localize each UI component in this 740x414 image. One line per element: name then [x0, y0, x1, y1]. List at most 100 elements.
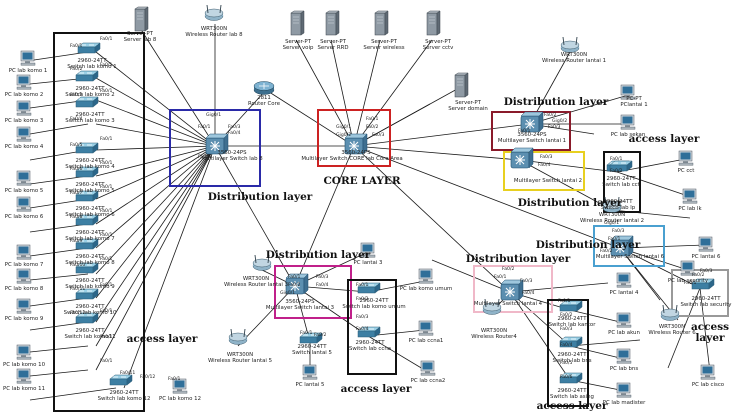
- pc-pc-lab-komo-8[interactable]: [16, 268, 32, 284]
- pc-pc-cct[interactable]: [678, 150, 694, 166]
- link-cable: [95, 145, 216, 347]
- pc-pc-lab-bns[interactable]: [616, 348, 632, 364]
- port-label: Fa0/2: [560, 312, 573, 318]
- pc-pc-lab-komo-11[interactable]: [16, 368, 32, 384]
- multilayer-switch-lantai4[interactable]: [500, 279, 524, 301]
- wireless-router-lantai2-label-0: WRT300N: [599, 212, 625, 218]
- pc-label-pc-lab-komo-11: PC lab komo 11: [3, 386, 45, 392]
- wireless-router-lantai1[interactable]: [560, 36, 580, 53]
- port-label: Fa0/3: [560, 326, 573, 332]
- multilayer-switch-lantai6[interactable]: [610, 235, 634, 257]
- distribution-box-lab8: [169, 109, 261, 187]
- switch-lab-cct-label-1: Switch lab cct: [602, 182, 640, 188]
- core-multilayer-switch[interactable]: [344, 133, 368, 155]
- wireless-router-lantai6[interactable]: [660, 304, 680, 321]
- server-wireless[interactable]: [374, 10, 389, 36]
- link-cable: [95, 145, 216, 275]
- server-domain-label-1: Server domain: [448, 106, 488, 112]
- pc-pc-lab-komo-umum[interactable]: [418, 268, 434, 284]
- pc-pc-lab-komo-4[interactable]: [16, 126, 32, 142]
- wireless-router-lab8[interactable]: [204, 4, 224, 21]
- pc-pc-lab-komo-12[interactable]: [172, 378, 188, 394]
- switch-lab-lp-label-1: Switch lab lp: [601, 205, 636, 211]
- wireless-router-lantai1-label-1: Wireless Router lantai 1: [542, 58, 606, 64]
- multilayer-switch-lantai3-label-0: 3560-24PS: [285, 299, 315, 305]
- multilayer-switch-lantai3[interactable]: [285, 273, 309, 295]
- pc-pc-lab-akun[interactable]: [616, 312, 632, 328]
- wireless-router-lantai4-label-1: Wireless Router4: [471, 334, 517, 340]
- switch-lab-komo-8-label-1: Switch lab komo 8: [65, 260, 115, 266]
- pc-label-pc-lab-cisco: PC lab cisco: [692, 382, 724, 388]
- server-lab8[interactable]: [134, 6, 149, 32]
- server-voip[interactable]: [290, 10, 305, 36]
- multilayer-switch-lantai4-label-0: Multilayer Switch lantai 4: [474, 301, 543, 307]
- access-box-lantai6: [671, 269, 729, 317]
- multilayer-switch-lantai2[interactable]: [510, 147, 534, 169]
- switch-lab-bns-label-1: Switch lab bns: [552, 358, 591, 364]
- pc-pc-lab-cisco[interactable]: [700, 364, 716, 380]
- server-domain[interactable]: [454, 72, 469, 98]
- wireless-router-lantai6-label-0: WRT300N: [659, 324, 685, 330]
- pc-pc-lab-security[interactable]: [680, 260, 696, 276]
- link-cable: [29, 223, 89, 233]
- distribution-box-lantai4: [473, 265, 553, 313]
- pc-pc-lab-komo-3[interactable]: [16, 100, 32, 116]
- port-label: Fa0/5: [70, 142, 83, 148]
- port-label: Fa0/1: [100, 282, 113, 288]
- port-label: Fa0/2: [314, 332, 327, 338]
- pc-pc-lab-sekan[interactable]: [620, 114, 636, 130]
- pc-label-pc-lab-security: PC lab security: [668, 278, 709, 284]
- pc-pc-lab-ccna2[interactable]: [420, 360, 436, 376]
- multilayer-switch-lab8[interactable]: [205, 133, 229, 155]
- server-cctv-label-0: Server-PT: [425, 39, 452, 45]
- pc-pc-lab-komo-6[interactable]: [16, 196, 32, 212]
- router-core[interactable]: [253, 81, 275, 95]
- distribution-box-lantai2: [503, 151, 585, 191]
- pc-pc-lantai5[interactable]: [302, 364, 318, 380]
- port-label: Fa0/3: [70, 92, 83, 98]
- link-cable: [95, 77, 216, 147]
- server-rrd[interactable]: [325, 10, 340, 36]
- port-label: Fa0/1: [100, 334, 113, 340]
- pc-lantai1[interactable]: [620, 84, 636, 100]
- switch-lantai5: [299, 332, 323, 344]
- server-cctv-label-1: Server cctv: [423, 45, 454, 51]
- port-label: Fa0/4: [316, 282, 329, 288]
- links-layer: [29, 24, 711, 401]
- server-cctv[interactable]: [426, 10, 441, 36]
- pc-pc-lantai3[interactable]: [360, 242, 376, 258]
- switch-lab-komo-2-label-0: 2960-24TT: [75, 86, 105, 92]
- pc-pc-lab-komo-10[interactable]: [16, 344, 32, 360]
- wireless-router-lantai4[interactable]: [482, 298, 502, 315]
- pc-pc-lab-madister[interactable]: [616, 382, 632, 398]
- pc-pc-lab-komo-1[interactable]: [20, 50, 36, 66]
- switch-lab-komo-8-label-0: 2960-24TT: [75, 254, 105, 260]
- port-label: Fa0/2: [544, 112, 557, 118]
- link-cable: [29, 387, 117, 401]
- switch-lab-security-label-1: Switch lab security: [681, 302, 733, 308]
- link-cable: [295, 39, 355, 147]
- port-label: Fa0/6: [560, 374, 573, 380]
- port-label: Fa0/3: [612, 228, 625, 234]
- switch-lab-komo-9: [75, 262, 99, 274]
- port-label: Fa0/1: [610, 156, 623, 162]
- pc-pc-lab-ccna1[interactable]: [418, 320, 434, 336]
- wireless-router-lantai5[interactable]: [228, 328, 248, 345]
- pc-pc-lantai6[interactable]: [698, 236, 714, 252]
- wireless-router-lantai1-label-0: WRT300N: [561, 52, 587, 58]
- pc-pc-lantai4[interactable]: [616, 272, 632, 288]
- pc-pc-lab-komo-5[interactable]: [16, 170, 32, 186]
- switch-lab-komo-7-label-0: 2960-24TT: [75, 230, 105, 236]
- link-cable: [353, 145, 621, 249]
- server-voip-label-1: Server voip: [283, 45, 314, 51]
- wireless-router-lantai3[interactable]: [252, 254, 272, 271]
- pc-pc-lab-komo-9[interactable]: [16, 298, 32, 314]
- port-label: Fa0/1: [684, 280, 697, 286]
- pc-pc-lab-lk[interactable]: [682, 188, 698, 204]
- switch-lantai5-label-1: Switch lantai 5: [292, 350, 332, 356]
- pc-label-pc-lantai4: PC lantai 4: [609, 290, 639, 296]
- multilayer-switch-lantai1[interactable]: [520, 111, 544, 133]
- pc-pc-lab-komo-7[interactable]: [16, 244, 32, 260]
- wireless-router-lantai2[interactable]: [602, 196, 622, 213]
- pc-pc-lab-komo-2[interactable]: [16, 74, 32, 90]
